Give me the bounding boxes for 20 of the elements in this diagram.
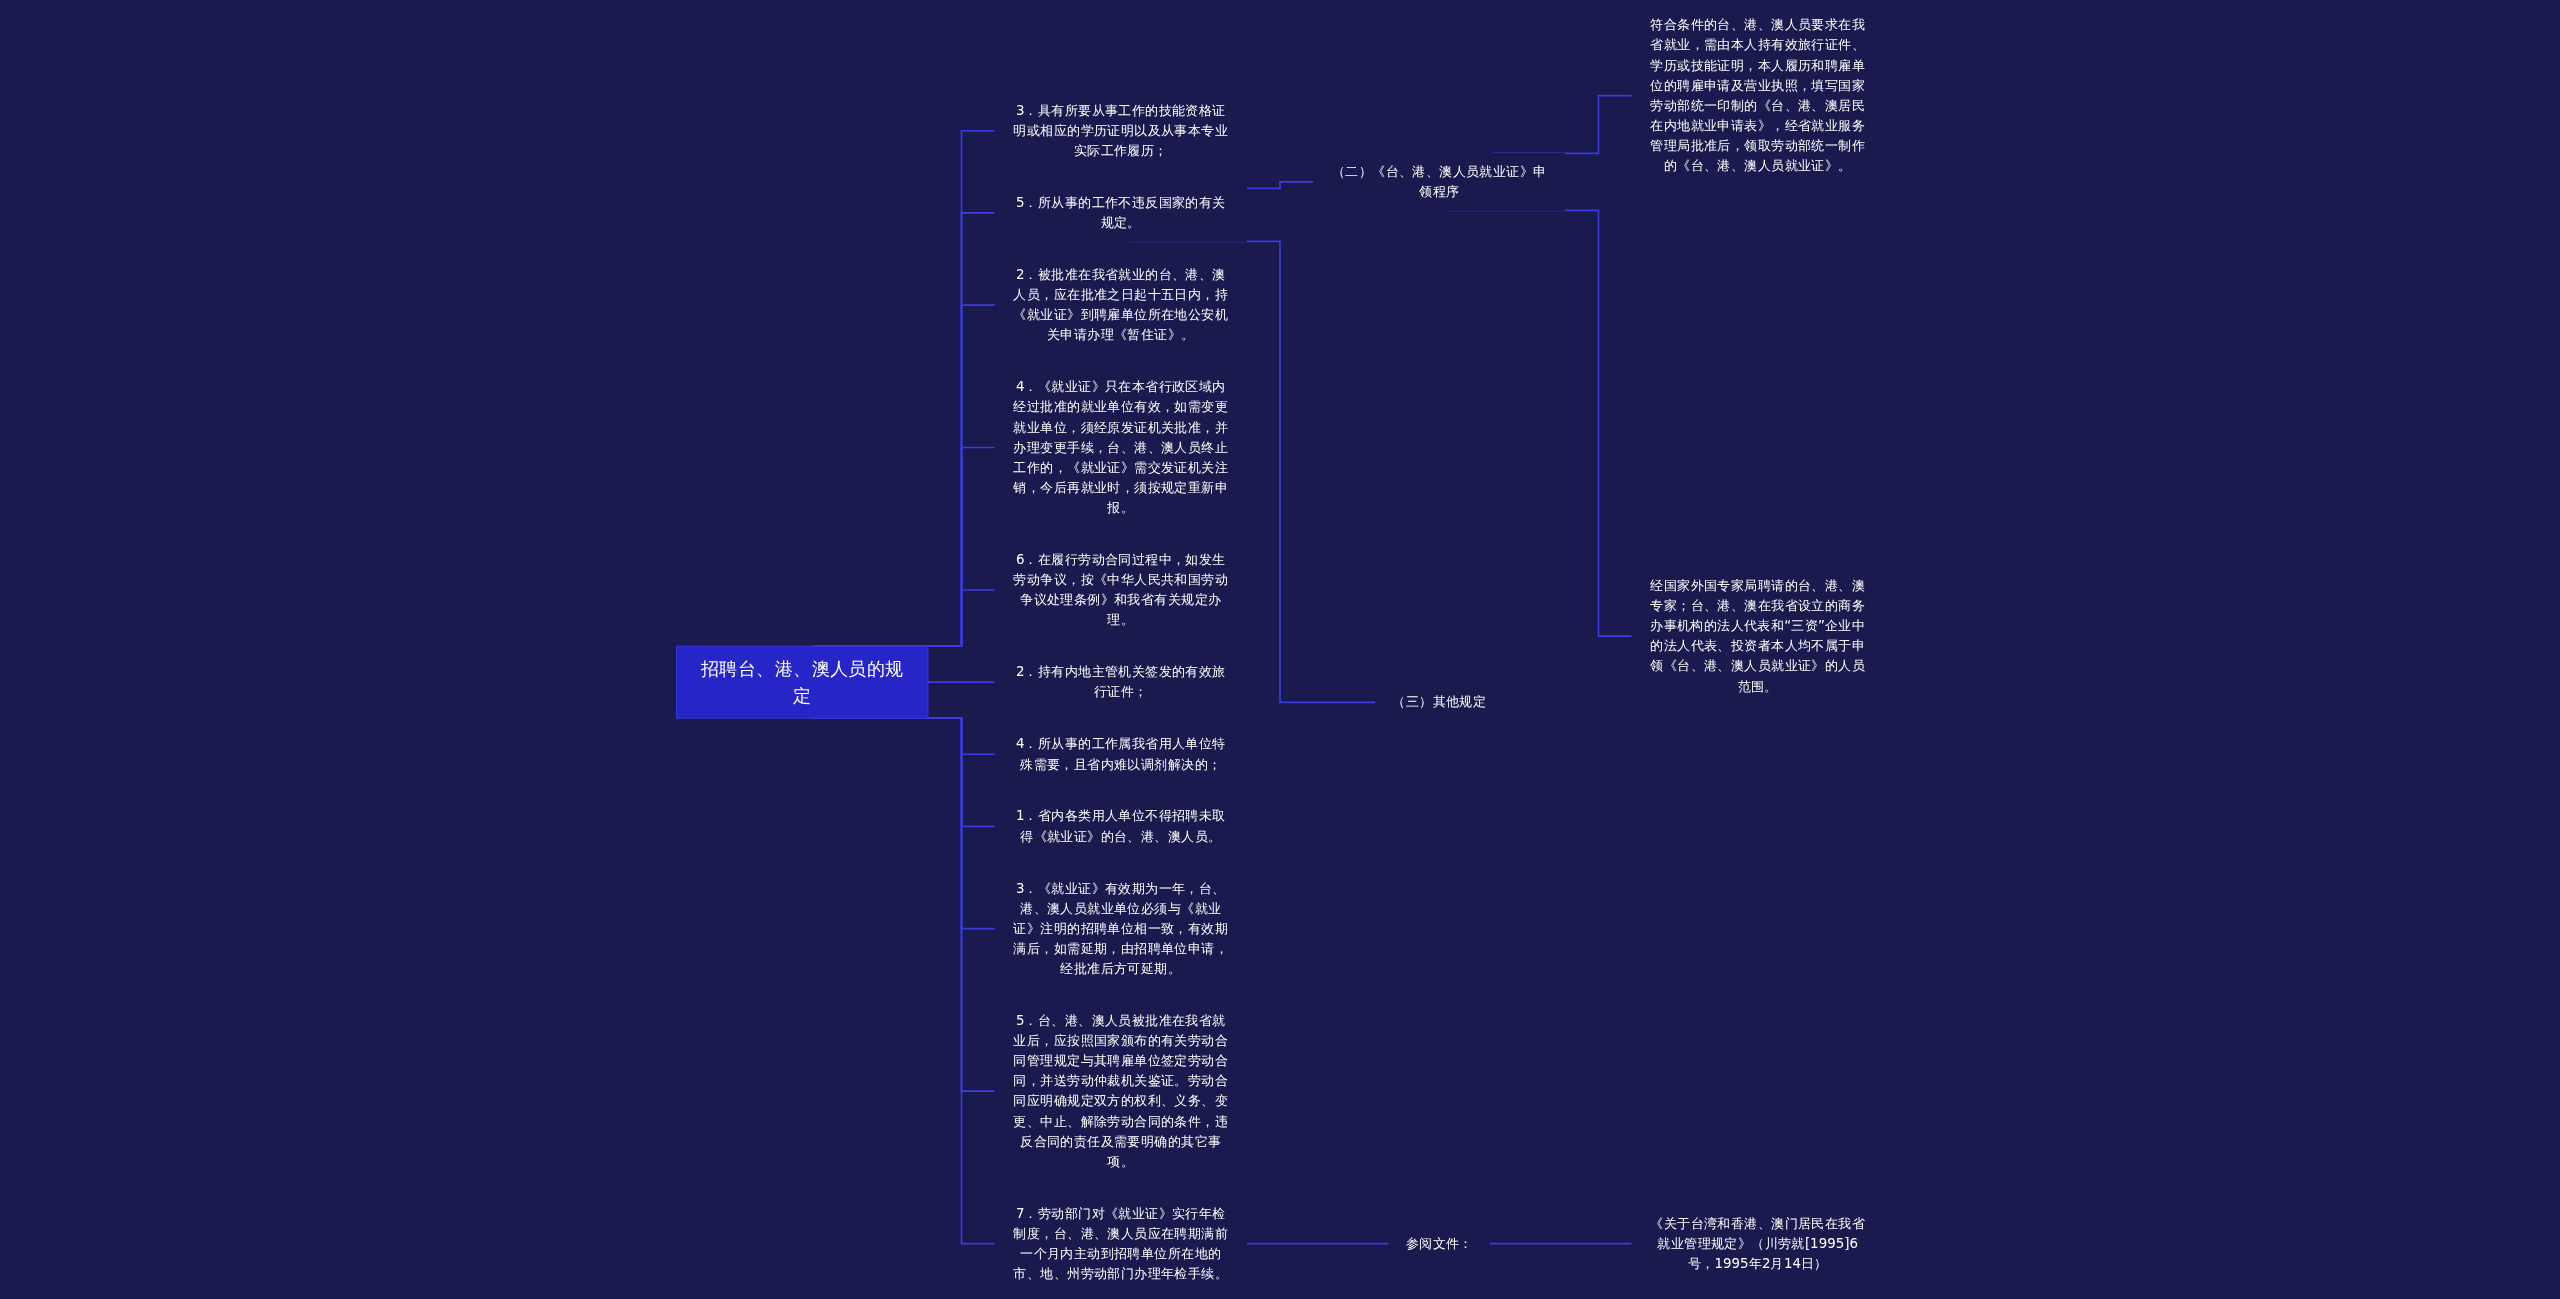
node-box: 招聘台、港、澳人员的规定	[676, 645, 929, 719]
node-text: 5．台、港、澳人员被批准在我省就业后，应按照国家颁布的有关劳动合同管理规定与其聘雇单位签定劳动合同，并送劳动仲裁机关鉴证。劳动合同应明确规定双方的权利、义务、变更、中止、解除劳动合同的条件，违反合同的责任及需要明确的其它事项。	[1013, 1012, 1229, 1170]
node-text: 6．在履行劳动合同过程中，如发生劳动争议，按《中华人民共和国劳动争议处理条例》和我省有关规定办理。	[1013, 551, 1229, 628]
node-text: 7．劳动部门对《就业证》实行年检制度，台、港、澳人员应在聘期满前一个月内主动到招聘单位所在地的市、地、州劳动部门办理年检手续。	[1013, 1205, 1229, 1282]
node-text: 符合条件的台、港、澳人员要求在我省就业，需由本人持有效旅行证件、学历或技能证明，本人履历和聘雇单位的聘雇申请及营业执照，填写国家劳动部统一印制的《台、港、澳居民在内地就业申请表》，经省就业服务管理局批准后，领取劳动部统一制作的《台、港、澳人员就业证》。	[1650, 16, 1865, 174]
node-text: 4．《就业证》只在本省行政区域内经过批准的就业单位有效，如需变更就业单位，须经原发证机关批准，并办理变更手续，台、港、澳人员终止工作的，《就业证》需交发证机关注销，今后再就业时，须按规定重新申报。	[1013, 378, 1229, 516]
node-text: 2．被批准在我省就业的台、港、澳人员，应在批准之日起十五日内，持《就业证》到聘雇单位所在地公安机关申请办理《暂住证》。	[1013, 266, 1229, 343]
connector	[1245, 181, 1315, 190]
node-text: 经国家外国专家局聘请的台、港、澳专家；台、港、澳在我省设立的商务办事机构的法人代表和“三资”企业中的法人代表、投资者本人均不属于申领《台、港、澳人员就业证》的人员范围。	[1650, 577, 1866, 694]
connector	[927, 681, 996, 683]
node-text: 2．持有内地主管机关签发的有效旅行证件；	[1015, 663, 1226, 700]
node-text: 3．具有所要从事工作的技能资格证明或相应的学历证明以及从事本专业实际工作履历；	[1013, 102, 1229, 159]
node-text: 《关于台湾和香港、澳门居民在我省就业管理规定》（川劳就[1995]6号，1995年2月14日）	[1650, 1215, 1865, 1272]
node-text: 4．所从事的工作属我省用人单位特殊需要，且省内难以调剂解决的；	[1015, 735, 1226, 772]
node-text: 参阅文件：	[1405, 1235, 1473, 1252]
connector	[1488, 1242, 1633, 1245]
node-text: （三）其他规定	[1392, 693, 1487, 710]
node-text: 1．省内各类用人单位不得招聘未取得《就业证》的台、港、澳人员。	[1015, 807, 1226, 844]
connector	[1245, 1242, 1390, 1245]
node-text: 3．《就业证》有效期为一年，台、港、澳人员就业单位必须与《就业证》注明的招聘单位相一致，有效期满后，如需延期，由招聘单位申请，经批准后方可延期。	[1013, 879, 1229, 977]
